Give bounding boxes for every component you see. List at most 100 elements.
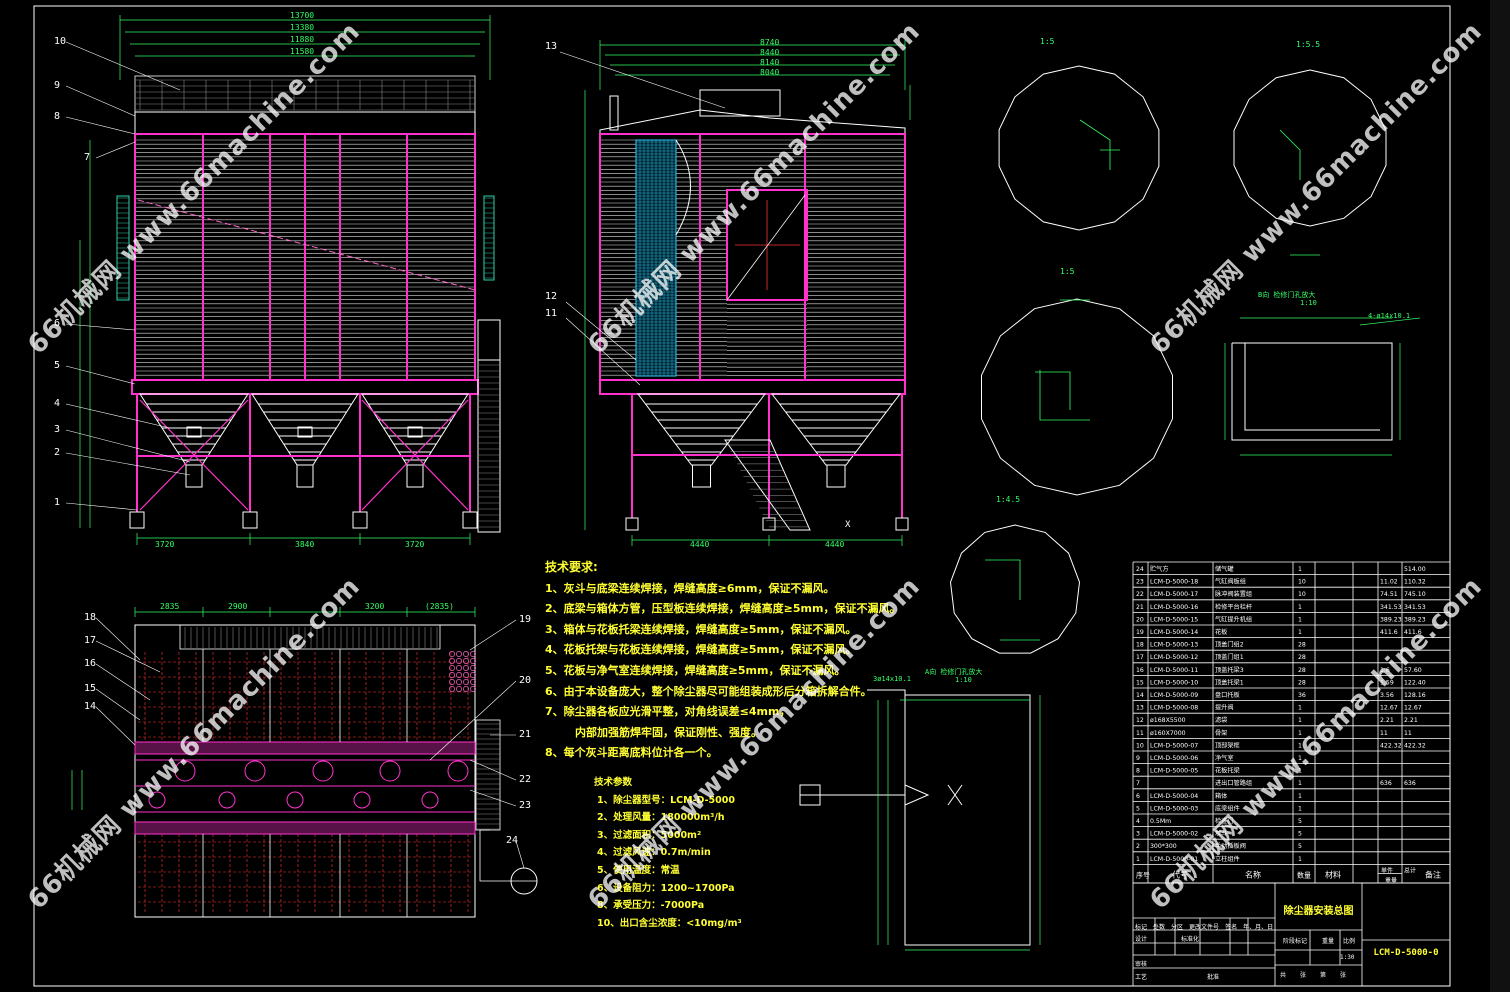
bom-cell: LCM-D-5000-01 (1150, 856, 1198, 863)
bom-cell: 1 (1298, 768, 1302, 775)
bom-cell: 5 (1298, 831, 1302, 838)
bom-cell: 1 (1298, 742, 1302, 749)
door-detail-a (799, 689, 1031, 946)
bom-cell: 1 (1298, 616, 1302, 623)
bom-cell: 代号 (1172, 869, 1188, 879)
bom-cell: 745.10 (1404, 591, 1426, 598)
bom-cell: LCM-D-5000-07 (1150, 742, 1198, 749)
title-block-grid (1132, 882, 1451, 987)
part-number: 8 (54, 111, 61, 122)
part-number: 19 (519, 614, 532, 625)
dim-text: (2835) (425, 602, 454, 611)
bom-cell: 顶盖托梁1 (1215, 678, 1244, 686)
tech-req-item: 5、花板与净气室连续焊接，焊缝高度≥5mm，保证不漏风。 (545, 663, 846, 677)
tb-cell: 标准化 (1181, 936, 1200, 943)
tech-param-item: 6、设备阻力：1200~1700Pa (597, 882, 735, 894)
bom-cell: 1.59 (1380, 679, 1394, 686)
bom-cell: 骨架 (1215, 729, 1227, 737)
tech-param-item: 3、过滤面积：5000m² (597, 829, 702, 841)
bom-cell: 128.16 (1404, 692, 1426, 699)
bom-cell: LCM-D-5000-03 (1150, 805, 1198, 812)
detail-c-polygon (981, 298, 1173, 496)
tech-param-item: 2、处理风量：180000m³/h (597, 812, 725, 824)
bom-cell: 24 (1136, 566, 1144, 573)
bom-cell: ø160X7000 (1150, 730, 1186, 737)
tb-cell: 处数 (1153, 924, 1166, 931)
bom-cell: LCM-D-5000-13 (1150, 642, 1198, 649)
title-block-row1: 标记 处数 分区 更改文件号 签名 年、月、日 (1135, 922, 1273, 931)
bom-cell: 422.32 (1380, 742, 1402, 749)
bom-cell: LCM-D-5000-02 (1150, 831, 1198, 838)
bom-cell: 636 (1380, 780, 1392, 787)
bom-cell: 盘口托板 (1215, 691, 1240, 699)
technical-parameters: 技术参数 1、除尘器型号：LCM-D-5000 2、处理风量：180000m³/… (594, 774, 797, 932)
bom-cell: 储气罐 (1215, 565, 1234, 573)
bom-cell: 636 (1404, 780, 1416, 787)
bom-cell: 2.21 (1380, 717, 1394, 724)
bom-cell: LCM-D-5000-08 (1150, 705, 1198, 712)
bom-cell: 材料 (1325, 869, 1341, 879)
bom-cell: 2 (1136, 843, 1140, 850)
bom-cell: 10 (1298, 591, 1306, 598)
detail-scale: 1:10 (955, 676, 972, 684)
bom-cell: 12.67 (1404, 705, 1422, 712)
detail-scale: 1:10 (1300, 299, 1317, 307)
bom-cell: 341.53 (1404, 604, 1426, 611)
tech-req-heading: 技术要求: (545, 560, 598, 574)
bom-cell: 5 (1136, 805, 1140, 812)
part-number: 2 (54, 447, 61, 458)
part-number: 14 (84, 701, 97, 712)
tech-req-item: 7、除尘器各板应光滑平整，对角线误差≤4mm， (545, 705, 791, 719)
plan-view (71, 607, 538, 918)
part-number: 5 (54, 360, 61, 371)
bom-cell: 1 (1298, 793, 1302, 800)
bom-cell: LCM-D-5000-17 (1150, 591, 1198, 598)
bom-cell: LCM-D-5000-18 (1150, 579, 1198, 586)
bom-cell: 411.6 (1380, 629, 1398, 636)
bom-cell: 1 (1298, 755, 1302, 762)
bom-cell: 0.5Mm (1150, 818, 1171, 825)
bom-cell: 提升阀 (1215, 704, 1234, 712)
bom-cell: 11.02 (1380, 579, 1398, 586)
bom-cell: 411.6 (1404, 629, 1422, 636)
dim-text: 8140 (760, 58, 780, 67)
bom-cell: 花板 (1215, 628, 1227, 636)
part-number: 21 (519, 729, 532, 740)
part-number: 16 (84, 658, 97, 669)
bom-cell: 15 (1136, 679, 1144, 686)
detail-views (949, 65, 1387, 654)
tb-cell: 第 (1320, 972, 1327, 979)
dim-text: 3720 (405, 540, 425, 549)
bom-cell: LCM-D-5000-14 (1150, 629, 1198, 636)
tech-req-item: 内部加强筋焊牢固，保证刚性、强度。 (575, 725, 762, 739)
detail-title: A向 检修门孔放大 (925, 668, 983, 676)
part-number: 6 (54, 318, 61, 329)
bom-cell: 检查门 (1215, 817, 1234, 825)
bom-cell: 贮气方 (1150, 565, 1169, 573)
bom-cell: 300*300 (1150, 843, 1177, 850)
bom-cell: 1 (1298, 780, 1302, 787)
bom-cell: 1 (1298, 566, 1302, 573)
detail-scale: 1:4.5 (996, 495, 1021, 504)
bom-cell: 10 (1136, 742, 1144, 749)
tech-param-item: 5、使用温度：常温 (597, 864, 680, 876)
bom-cell: 19 (1136, 629, 1144, 636)
part-number: 15 (84, 683, 97, 694)
dim-text: 4440 (825, 540, 845, 549)
dim-text: 3840 (295, 540, 315, 549)
tech-req-item: 2、底梁与箱体方管，压型板连续焊接，焊缝高度≥5mm，保证不漏风。 (545, 602, 901, 616)
tech-req-item: 4、花板托架与花板连续焊接，焊缝高度≥5mm，保证不漏风。 (545, 643, 857, 657)
bom-cell: 1 (1298, 805, 1302, 812)
bom-cell: 12.67 (1380, 705, 1398, 712)
bom-cell: 名称 (1245, 869, 1261, 879)
bom-cell: 9 (1136, 755, 1140, 762)
bom-cell: 脉冲阀装置组 (1215, 590, 1252, 598)
drawing-title: 除尘器安装总图 (1283, 906, 1354, 917)
tb-cell: 共 (1280, 972, 1287, 979)
detail-scale: 1:5 (1060, 267, 1075, 276)
detail-scale: 1:5.5 (1296, 40, 1321, 49)
bom-cell: 18 (1136, 642, 1144, 649)
part-number: 23 (519, 800, 532, 811)
